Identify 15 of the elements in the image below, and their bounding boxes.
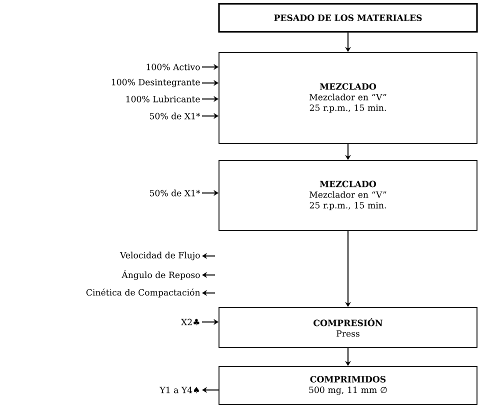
process-box: PESADO DE LOS MATERIALES	[218, 3, 478, 33]
input-label: Y1 a Y4♠	[160, 386, 199, 394]
input-label: Velocidad de Flujo	[120, 252, 200, 260]
process-box: MEZCLADO Mezclador en “V” 25 r.p.m., 15 min.	[218, 160, 478, 231]
input-label: Ángulo de Reposo	[122, 270, 200, 280]
input-label: 50% de X1*	[150, 190, 200, 196]
input-label: 100% Desintegrante	[112, 78, 200, 88]
process-box: COMPRESIÓN Press	[218, 307, 478, 348]
input-label: Cinética de Compactación	[86, 288, 200, 298]
process-box: COMPRIMIDOS 500 mg, 11 mm ∅	[218, 366, 478, 405]
input-label: 100% Activo	[146, 64, 200, 70]
input-label: 100% Lubricante	[126, 96, 200, 102]
input-label: X2♣	[181, 318, 200, 326]
input-label: 50% de X1*	[150, 112, 200, 120]
process-box: MEZCLADO Mezclador en “V” 25 r.p.m., 15 min.	[218, 52, 478, 144]
